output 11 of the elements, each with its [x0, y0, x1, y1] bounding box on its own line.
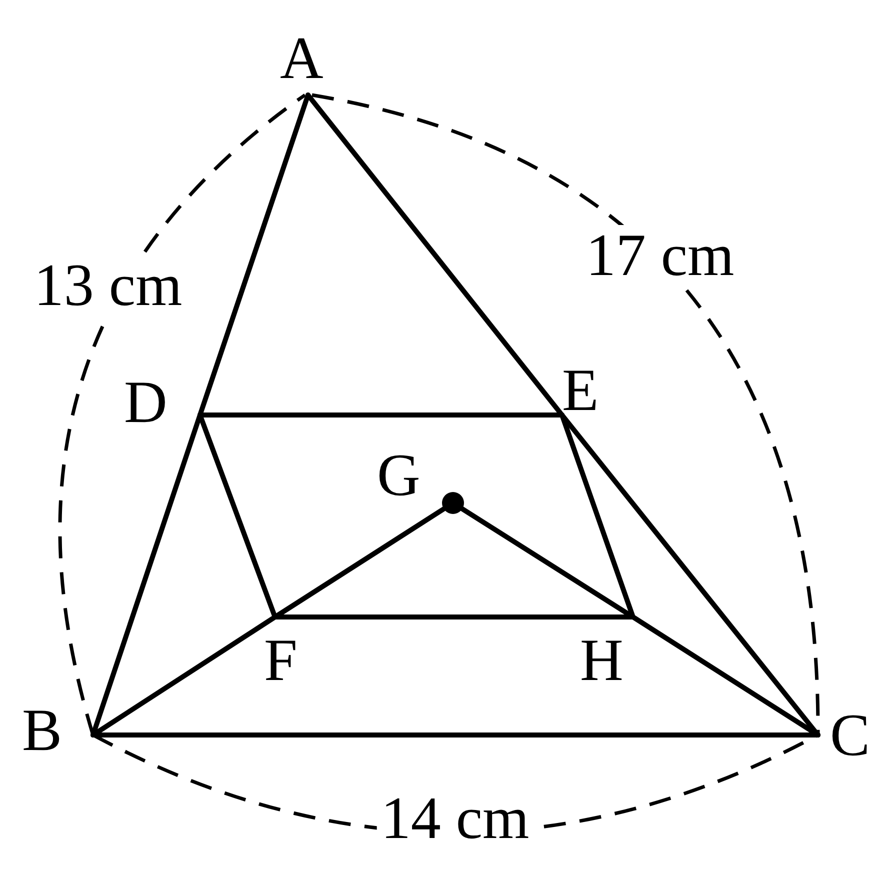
line-segment — [90, 614, 278, 738]
point-label: E — [562, 360, 599, 420]
point-label: G — [377, 445, 420, 505]
point-label: B — [22, 700, 62, 760]
point-label: C — [830, 705, 870, 765]
point-label: D — [124, 372, 168, 432]
line-segment — [630, 614, 820, 738]
point-label: H — [580, 630, 624, 690]
point-label: A — [280, 28, 324, 88]
point-label: F — [264, 630, 298, 690]
line-segment — [90, 732, 820, 738]
